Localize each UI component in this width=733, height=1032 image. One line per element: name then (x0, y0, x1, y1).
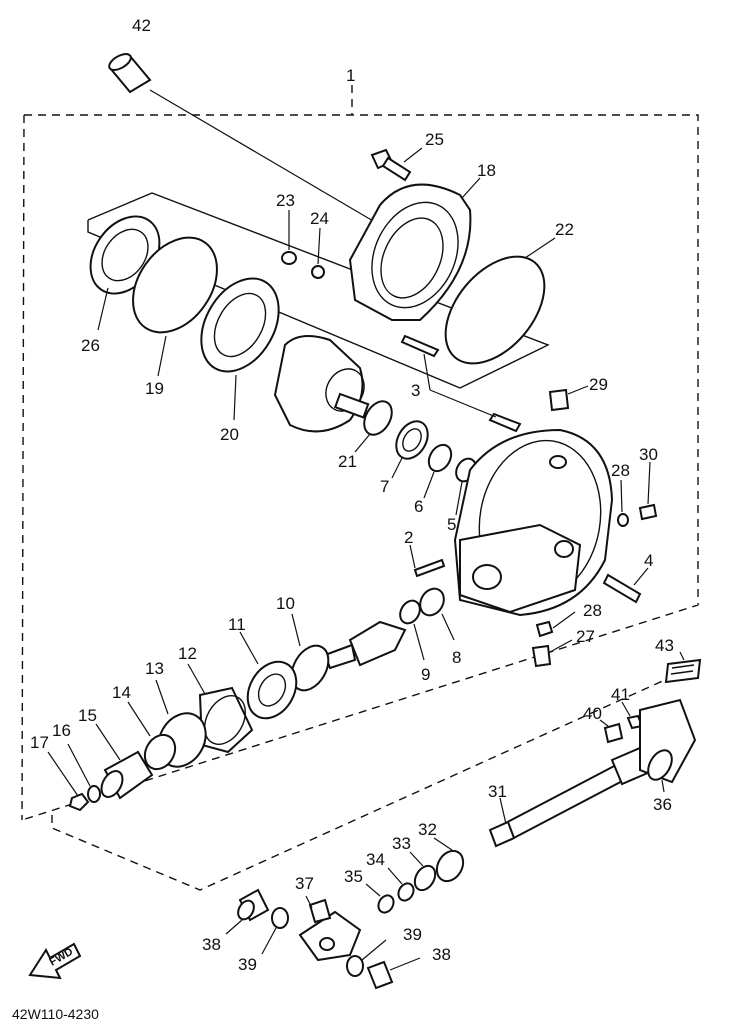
callout-23: 23 (276, 191, 295, 210)
part-8-bearing (419, 587, 455, 641)
sub-assembly-boundary (87, 192, 550, 389)
part-28-washer (617, 479, 629, 527)
callout-33: 33 (392, 834, 411, 853)
callout-32: 32 (418, 820, 437, 839)
callout-19: 19 (145, 379, 164, 398)
part-30-bolt (638, 461, 658, 521)
callout-38: 38 (202, 935, 221, 954)
part-18-bearing-housing (348, 177, 481, 321)
part-3-stud (400, 334, 522, 433)
part-34-washer (387, 867, 415, 902)
callout-39-lower: 39 (403, 925, 422, 944)
callout-42: 42 (132, 16, 151, 35)
part-15-coupling (95, 723, 154, 800)
callout-43: 43 (655, 636, 674, 655)
callout-30: 30 (639, 445, 658, 464)
callout-16: 16 (52, 721, 71, 740)
callout-24: 24 (310, 209, 329, 228)
part-28-washer-lower (535, 611, 576, 638)
callout-2: 2 (404, 528, 413, 547)
callout-14: 14 (112, 683, 131, 702)
callout-37: 37 (295, 874, 314, 893)
part-27-plug (531, 639, 573, 668)
part-43-label (664, 651, 702, 684)
assembly-boundary (21, 85, 699, 891)
callout-38-lower: 38 (432, 945, 451, 964)
part-37-universal-joint (298, 895, 362, 962)
reference-code: 42W110-4230 (12, 1006, 99, 1022)
callout-28-lower: 28 (583, 601, 602, 620)
final-gear-case (453, 428, 614, 617)
part-35-circlip (365, 883, 395, 914)
callout-6: 6 (414, 497, 423, 516)
callout-7: 7 (380, 477, 389, 496)
part-31-drive-shaft (488, 746, 652, 848)
callout-41: 41 (611, 685, 630, 704)
callout-20: 20 (220, 425, 239, 444)
callout-31: 31 (488, 782, 507, 801)
callout-25: 25 (425, 130, 444, 149)
part-39-circlip (261, 907, 289, 955)
part-36-dust-boot (639, 698, 697, 793)
callout-5: 5 (447, 515, 456, 534)
ring-gear (273, 335, 370, 433)
part-32-bearing (433, 837, 465, 883)
part-40-cap (599, 719, 624, 744)
callout-27: 27 (576, 627, 595, 646)
callout-15: 15 (78, 706, 97, 725)
part-22-o-ring (444, 255, 546, 365)
part-14-seal (127, 701, 177, 771)
callout-17: 17 (30, 733, 49, 752)
part-6-spacer (423, 443, 453, 499)
forward-direction-arrow-icon: FWD (28, 942, 82, 980)
callout-40: 40 (583, 704, 602, 723)
callout-3: 3 (411, 381, 420, 400)
callout-36: 36 (653, 795, 672, 814)
part-29-cap (548, 385, 589, 412)
callout-4: 4 (644, 551, 653, 570)
callout-28: 28 (611, 461, 630, 480)
callout-labels: 42 1 25 18 23 24 22 26 19 20 3 29 21 7 6… (30, 16, 674, 974)
callout-21: 21 (338, 452, 357, 471)
callout-13: 13 (145, 659, 164, 678)
callout-10: 10 (276, 594, 295, 613)
part-23-nut (281, 210, 297, 265)
callout-8: 8 (452, 648, 461, 667)
callout-11: 11 (228, 615, 246, 634)
drive-pinion-gear (323, 620, 407, 670)
part-2-stud (409, 544, 446, 578)
part-9-race (399, 599, 425, 661)
part-39-circlip-lower (346, 939, 387, 977)
callout-18: 18 (477, 161, 496, 180)
part-20-bearing (200, 277, 280, 421)
callout-39: 39 (238, 955, 257, 974)
part-11-bearing (239, 631, 298, 720)
part-17-nut (47, 751, 90, 812)
part-10-o-ring (290, 644, 330, 692)
part-33-shim (409, 851, 437, 892)
part-4-pin (602, 567, 649, 604)
callout-35: 35 (344, 867, 363, 886)
callout-29: 29 (589, 375, 608, 394)
callout-22: 22 (555, 220, 574, 239)
callout-26: 26 (81, 336, 100, 355)
part-38-bearing-cup (225, 888, 270, 935)
callout-34: 34 (366, 850, 385, 869)
callout-1: 1 (346, 66, 355, 85)
part-24-washer (311, 227, 325, 279)
callout-9: 9 (421, 665, 430, 684)
part-7-bearing (391, 420, 429, 479)
part-25-bolt (370, 147, 423, 182)
part-19-shim-ring (132, 236, 218, 334)
part-21-washer (363, 400, 393, 436)
part-42-sleeve (108, 53, 381, 226)
part-38-bearing-cup-lower (366, 957, 421, 990)
callout-12: 12 (178, 644, 197, 663)
part-16-washer (67, 743, 101, 803)
